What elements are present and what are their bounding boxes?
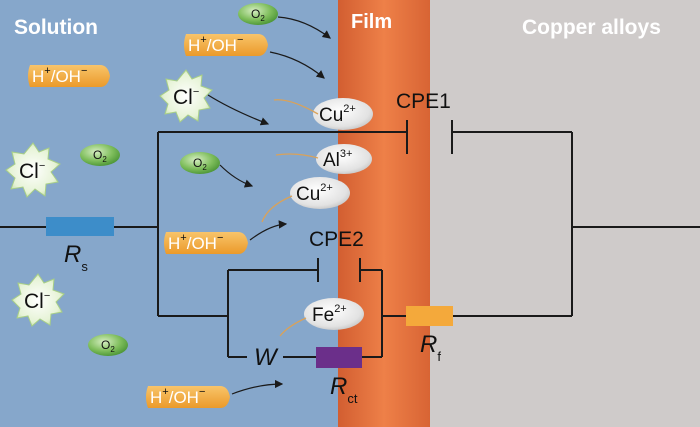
svg-text:Cl−: Cl− (173, 86, 199, 109)
oxygen-molecule-3: O2 (180, 152, 220, 174)
svg-text:Cu2+: Cu2+ (296, 182, 333, 205)
svg-text:Cl−: Cl− (24, 290, 50, 313)
h-oh-badge-2: H+/OH− (28, 65, 110, 87)
h-oh-badge-1: H+/OH− (184, 34, 268, 56)
svg-text:H+/OH−: H+/OH− (32, 65, 87, 86)
rct-label: Rct (330, 373, 358, 406)
rs-label: Rs (64, 241, 88, 274)
oxygen-molecule-1: O2 (238, 3, 278, 25)
alloy-region (430, 0, 700, 427)
circuit-wires (0, 120, 700, 358)
warburg-label: W (254, 344, 279, 371)
svg-text:O2: O2 (193, 156, 207, 172)
alloy-title: Copper alloys (522, 16, 661, 39)
rct-resistor (316, 347, 362, 368)
oxygen-molecule-4: O2 (88, 334, 128, 356)
svg-text:O2: O2 (93, 148, 107, 164)
svg-text:H+/OH−: H+/OH− (150, 386, 205, 407)
oxygen-molecule-2: O2 (80, 144, 120, 166)
release-arrows (261, 99, 319, 337)
svg-text:H+/OH−: H+/OH− (168, 232, 223, 253)
cpe1-label: CPE1 (396, 90, 451, 113)
film-title: Film (351, 11, 392, 33)
iron-ion: Fe2+ (304, 298, 364, 330)
cpe2-label: CPE2 (309, 228, 364, 251)
svg-text:H+/OH−: H+/OH− (188, 34, 243, 55)
diffusion-arrows (207, 16, 331, 395)
h-oh-badge-4: H+/OH− (146, 386, 230, 408)
svg-text:Cl−: Cl− (19, 160, 45, 183)
rs-resistor (46, 217, 114, 236)
chloride-ion-1: Cl− (159, 69, 213, 123)
copper-ion-1: Cu2+ (313, 98, 373, 130)
h-oh-badge-3: H+/OH− (164, 232, 248, 254)
svg-text:Cu2+: Cu2+ (319, 103, 356, 126)
copper-ion-2: Cu2+ (290, 177, 350, 209)
chloride-ion-3: Cl− (11, 273, 65, 327)
rf-label: Rf (420, 331, 441, 364)
svg-text:O2: O2 (101, 338, 115, 354)
solution-title: Solution (14, 16, 98, 39)
rf-resistor (406, 306, 453, 326)
svg-text:O2: O2 (251, 7, 265, 23)
svg-text:Fe2+: Fe2+ (312, 303, 347, 326)
chloride-ion-2: Cl− (5, 142, 61, 198)
svg-text:Al3+: Al3+ (323, 148, 352, 171)
aluminum-ion: Al3+ (316, 144, 372, 174)
